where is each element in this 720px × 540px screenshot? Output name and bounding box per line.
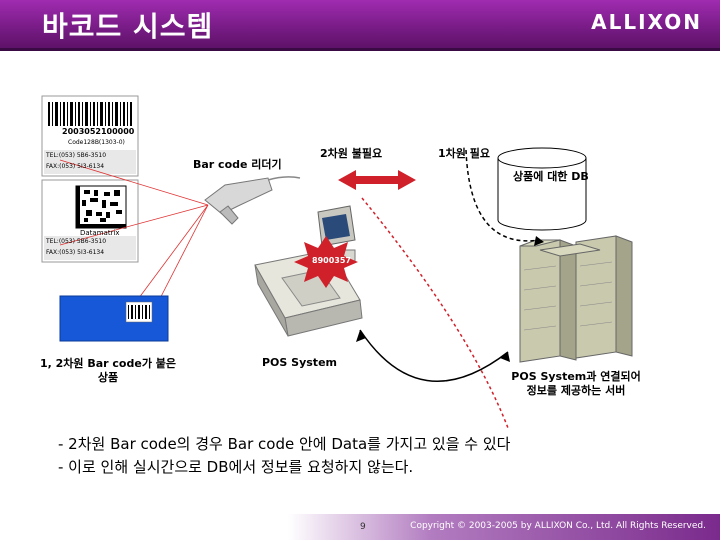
note-line-1: - 2차원 Bar code의 경우 Bar code 안에 Data를 가지고… <box>58 435 511 453</box>
reader-label: Bar code 리더기 <box>193 158 282 171</box>
db-server-link <box>465 149 541 242</box>
barcode-1d-tel: TEL:(053) 5B6-3510 <box>46 152 107 159</box>
double-arrow-icon <box>338 170 416 190</box>
database-icon <box>497 147 587 231</box>
page-title: 바코드 시스템 <box>42 10 214 43</box>
server-label: POS System과 연결되어 정보를 제공하는 서버 <box>511 370 641 397</box>
datamatrix-tel: TEL:(053) 5B6-3510 <box>46 238 107 245</box>
arrowhead-server-icon <box>534 236 544 246</box>
datamatrix-caption: Datamatrix <box>80 229 120 237</box>
copyright-text: Copyright © 2003-2005 by ALLIXON Co., Lt… <box>410 521 706 531</box>
db-label: 상품에 대한 DB <box>513 170 589 183</box>
server-icon <box>519 235 633 363</box>
barcode-1d-label <box>41 95 139 177</box>
datamatrix-pattern <box>76 186 126 228</box>
barcode-1d-number: 2003052100000 <box>62 127 135 136</box>
scan-burst-icon <box>294 236 358 288</box>
pos-server-link <box>359 329 509 382</box>
need-1d-label: 1차원 필요 <box>438 147 490 160</box>
barcode-1d-subtext: Code128B(1303-0) <box>68 139 125 146</box>
footer-bar <box>0 514 720 540</box>
scan-beams <box>59 159 209 319</box>
header-divider <box>0 48 720 51</box>
barcode-reader-icon <box>204 176 301 225</box>
connection-arrows <box>359 149 541 382</box>
barcode-1d-bars <box>48 102 132 126</box>
product-label: 1, 2차원 Bar code가 붙은 상품 <box>39 357 177 384</box>
arrowhead-right-icon <box>500 352 510 362</box>
product-box <box>59 295 169 342</box>
datamatrix-fax: FAX:(053) 5I3-6134 <box>46 249 105 256</box>
header-bar <box>0 0 720 48</box>
no-need-2d-label: 2차원 불필요 <box>320 147 383 160</box>
page-number: 9 <box>360 522 366 532</box>
company-logo: ALLIXON <box>591 10 702 34</box>
datamatrix-label <box>41 179 139 263</box>
dotted-divider-line <box>361 197 509 429</box>
pos-label: POS System <box>262 356 337 369</box>
note-line-2: - 이로 인해 실시간으로 DB에서 정보를 요청하지 않는다. <box>58 458 414 476</box>
scan-value: 8900357 <box>312 256 351 265</box>
barcode-1d-fax: FAX:(053) 5I3-6134 <box>46 163 105 170</box>
arrowhead-left-icon <box>356 330 366 342</box>
